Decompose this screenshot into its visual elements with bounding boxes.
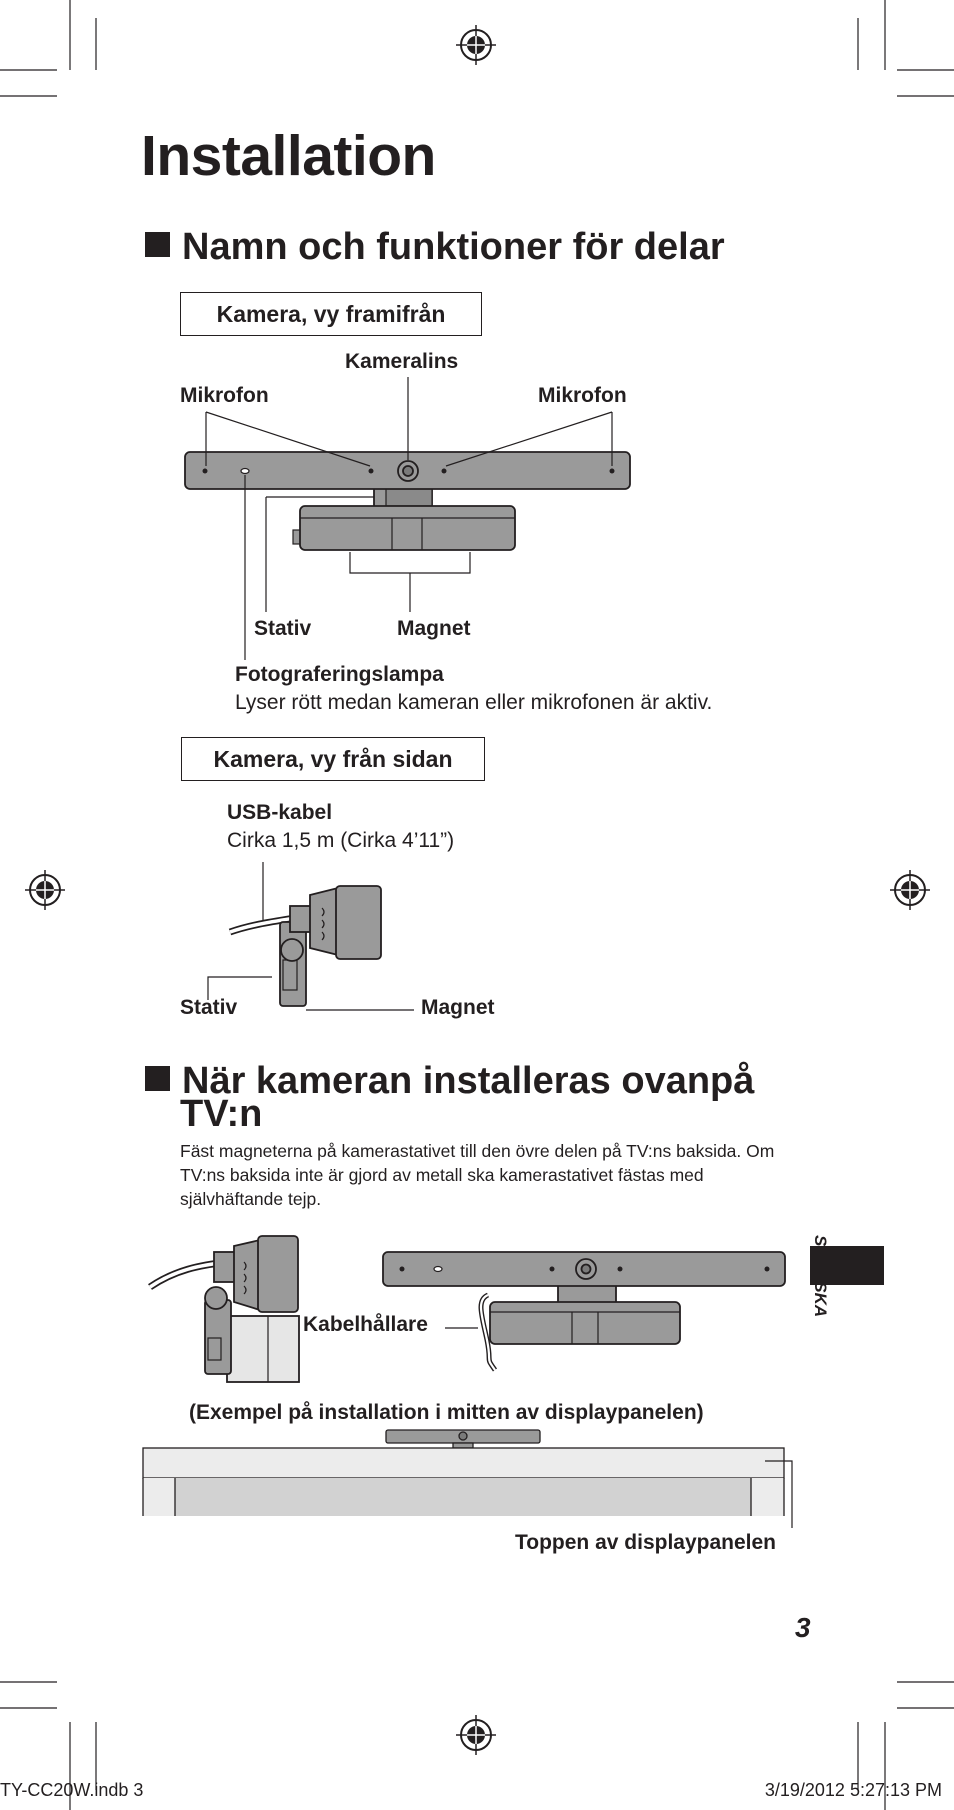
label-magnet-front: Magnet [397, 617, 471, 640]
label-stativ-front: Stativ [254, 617, 312, 640]
side-view-label-box: Kamera, vy från sidan [181, 737, 485, 781]
registration-mark-top [456, 25, 496, 65]
front-leader-lines [205, 377, 613, 660]
label-fotograferingslampa: Fotograferingslampa [235, 663, 444, 686]
section-heading-installation: När kameran installeras ovanpå [145, 1061, 754, 1101]
page-title: Installation [141, 124, 436, 188]
label-usb-kabel: USB-kabel [227, 801, 333, 824]
registration-mark-bottom [456, 1715, 496, 1755]
installation-instructions: Fäst magneterna på kamerastativet till d… [180, 1141, 775, 1209]
language-tab-marker [810, 1246, 884, 1285]
black-square-bullet-icon [145, 1066, 170, 1091]
registration-mark-left [25, 870, 65, 910]
lamp-description: Lyser rött medan kameran eller mikrofone… [235, 691, 713, 714]
installation-example-caption: (Exempel på installation i mitten av dis… [189, 1401, 704, 1424]
label-kameralins: Kameralins [345, 350, 459, 373]
section-heading-parts-text: Namn och funktioner för delar [182, 226, 725, 268]
registration-mark-right [890, 870, 930, 910]
section-heading-parts: Namn och funktioner för delar [145, 227, 725, 267]
front-view-label-box: Kamera, vy framifrån [180, 292, 482, 336]
footer-file-info: TY-CC20W.indb 3 [0, 1780, 144, 1800]
usb-cable-length: Cirka 1,5 m (Cirka 4’11”) [227, 829, 455, 852]
installation-front-illustration [382, 1251, 786, 1372]
label-stativ-side: Stativ [180, 996, 238, 1019]
display-panel-illustration [142, 1429, 793, 1528]
installation-side-illustration [148, 1235, 300, 1383]
page-number: 3 [795, 1612, 811, 1643]
section-heading-installation-line2: TV:n [180, 1093, 263, 1135]
camera-front-illustration [184, 451, 631, 551]
label-toppen-av-displaypanelen: Toppen av displaypanelen [515, 1531, 777, 1554]
black-square-bullet-icon [145, 232, 170, 257]
section-heading-installation-line1: När kameran installeras ovanpå [182, 1060, 755, 1102]
footer-timestamp: 3/19/2012 5:27:13 PM [764, 1780, 942, 1800]
label-mikrofon-left: Mikrofon [180, 384, 269, 407]
camera-side-illustration [207, 862, 414, 1011]
label-magnet-side: Magnet [421, 996, 495, 1019]
label-kabelhallare: Kabelhållare [303, 1313, 428, 1336]
label-mikrofon-right: Mikrofon [538, 384, 627, 407]
